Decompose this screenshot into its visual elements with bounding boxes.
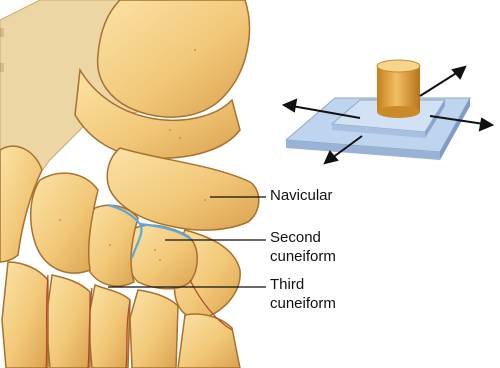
metatarsal-5: [2, 262, 48, 368]
arrow-up-right: [420, 72, 458, 96]
foot-bones: [0, 0, 259, 368]
talus-bone: [98, 0, 250, 117]
metatarsal-3: [88, 285, 130, 368]
cuboid-bone: [31, 173, 98, 273]
second-cuneiform-bone: [127, 225, 198, 289]
label-third-cuneiform-line2: cuneiform: [270, 295, 336, 313]
label-navicular: Navicular: [270, 187, 333, 205]
label-second-cuneiform-line2: cuneiform: [270, 248, 336, 266]
label-third-cuneiform-line1: Third: [270, 276, 304, 294]
plane-joint-model-icon: [284, 60, 492, 163]
label-second-cuneiform-line1: Second: [270, 229, 321, 247]
metatarsal-2: [130, 290, 178, 368]
metatarsal-4: [46, 275, 90, 368]
cylinder: [377, 66, 420, 112]
metatarsal-1: [178, 314, 240, 368]
